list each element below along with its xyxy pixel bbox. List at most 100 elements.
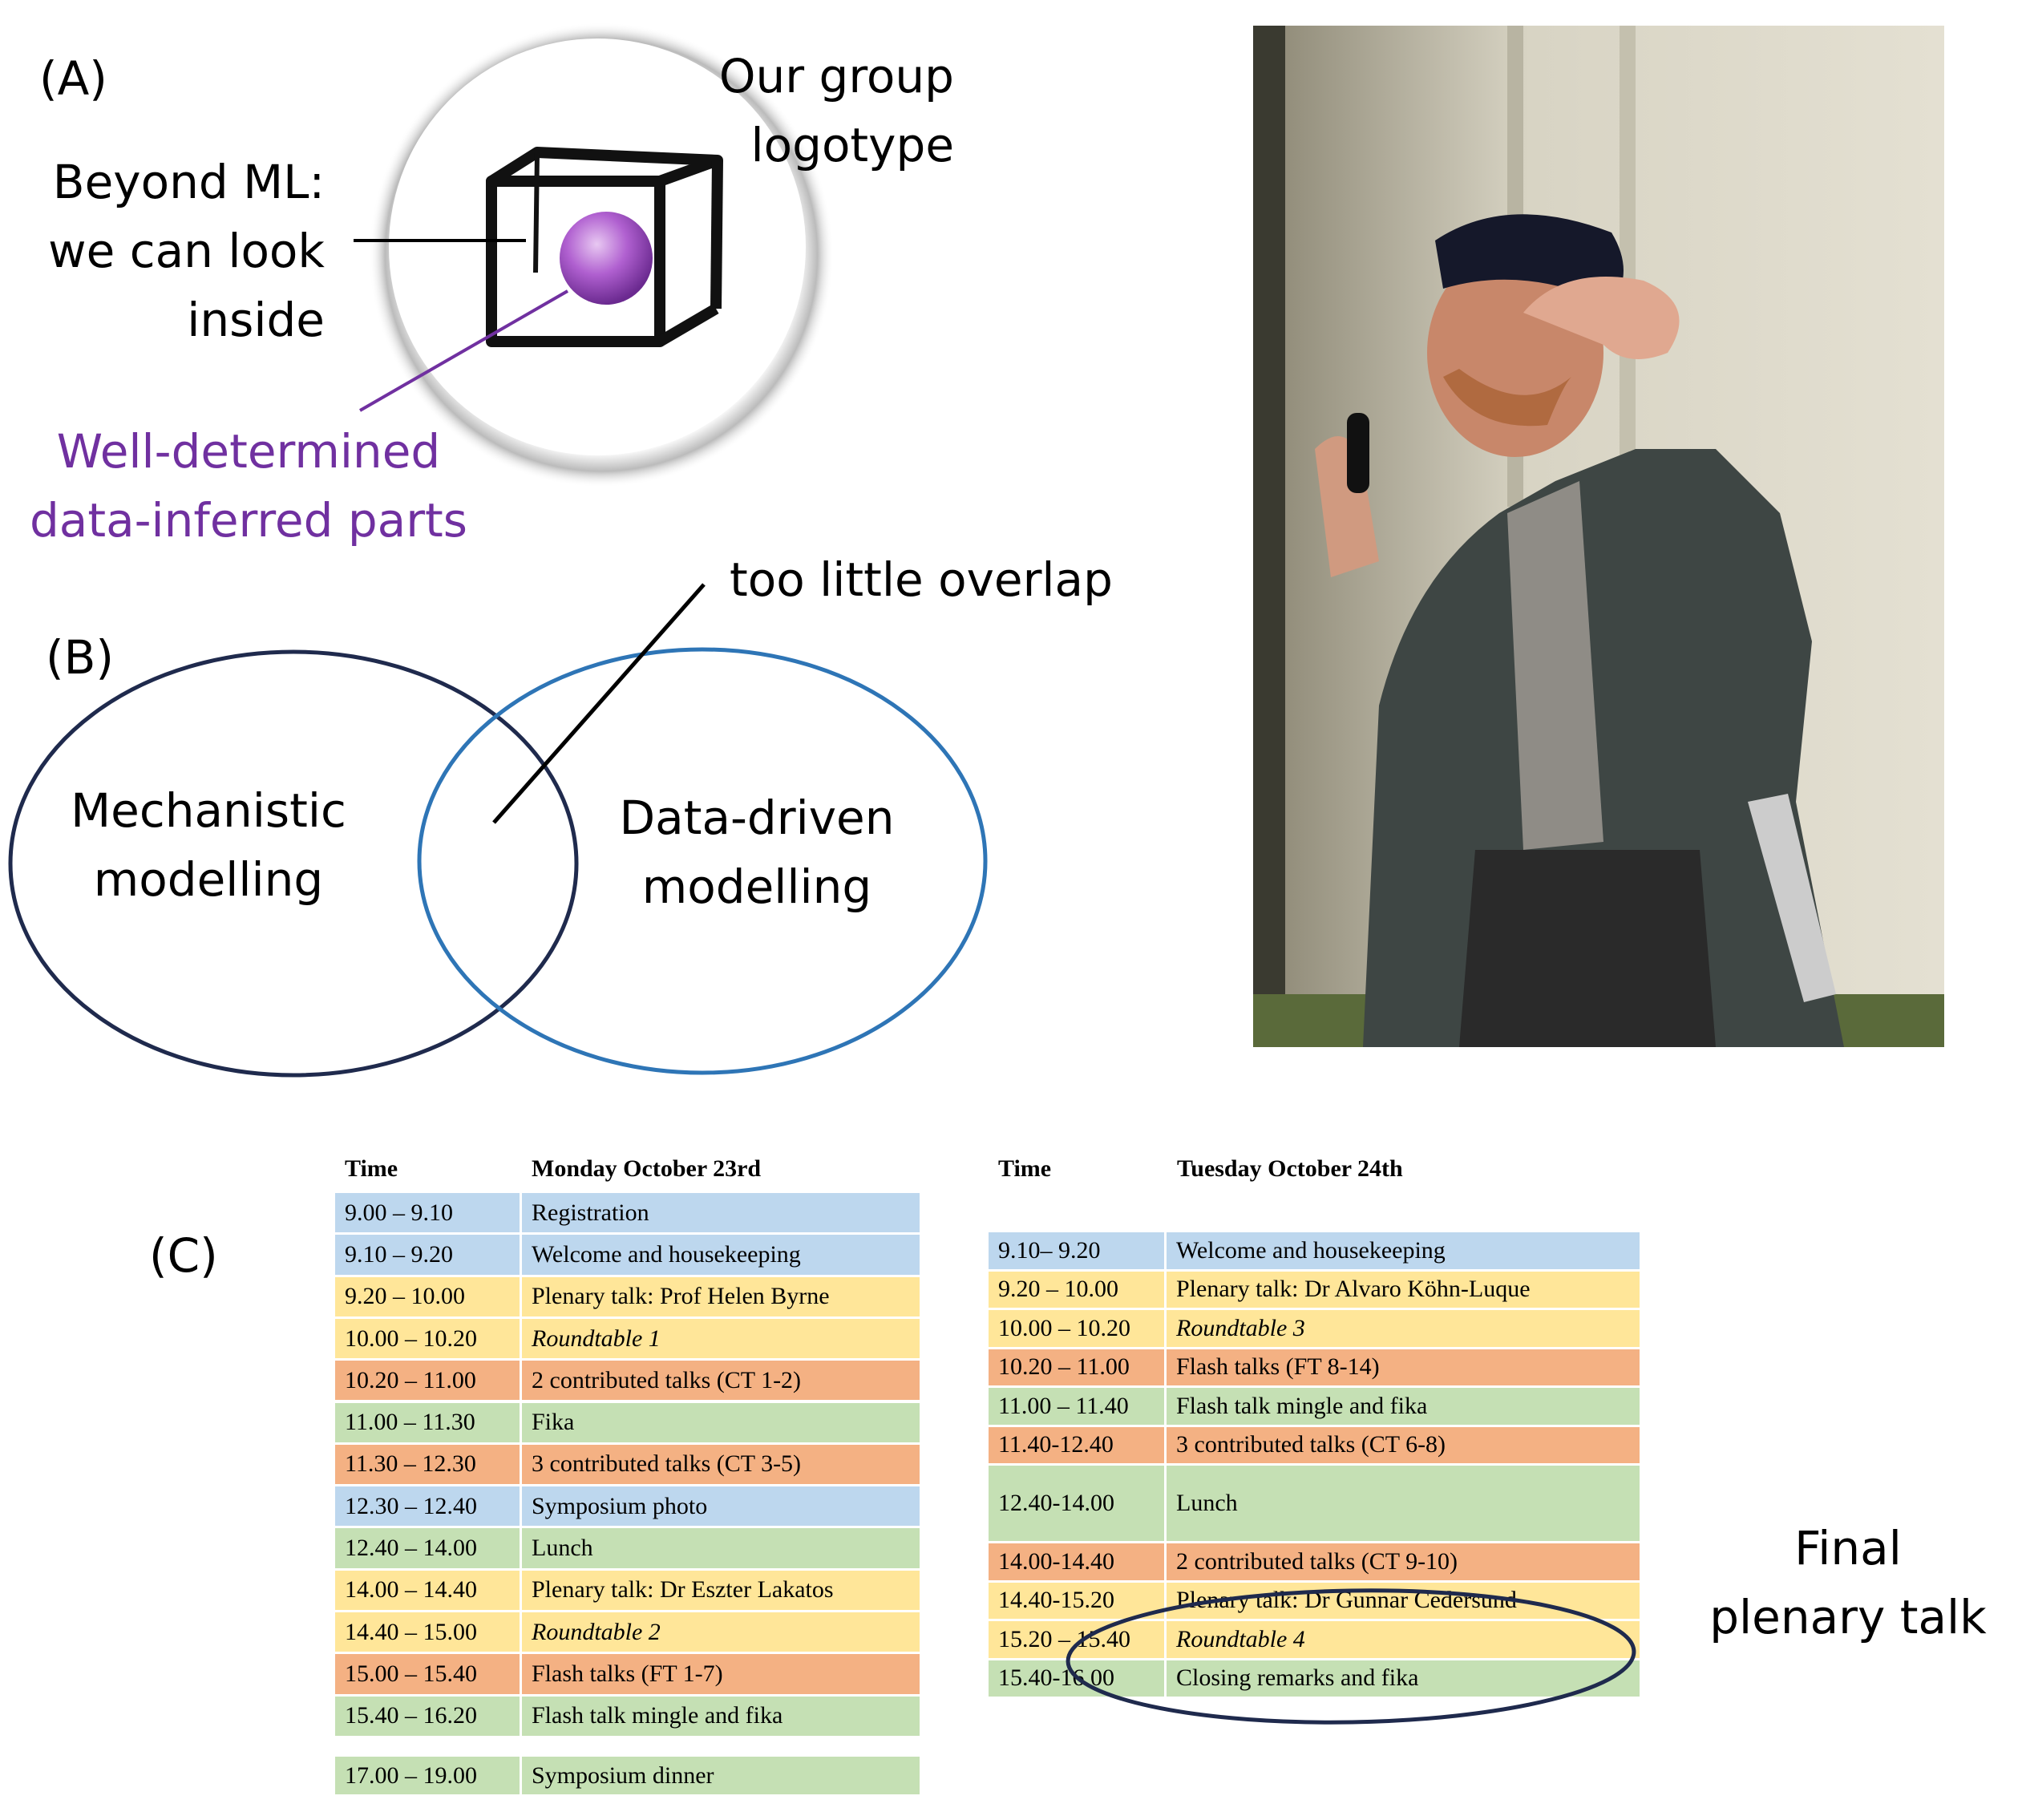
event-cell: Flash talks (FT 8-14): [1167, 1349, 1642, 1388]
beyond-ml-line: Beyond ML:: [52, 155, 325, 209]
event-cell: Roundtable 1: [522, 1318, 922, 1361]
day-header: Tuesday October 24th: [1177, 1155, 1403, 1182]
overlap-note: too little overlap: [730, 552, 1113, 607]
event-cell: Flash talk mingle and fika: [1167, 1388, 1642, 1427]
time-cell: 12.40 – 14.00: [335, 1528, 522, 1571]
time-cell: 15.40 – 16.20: [335, 1696, 522, 1738]
final-note-line: Final: [1794, 1521, 1902, 1575]
panel-b-label: (B): [46, 630, 115, 685]
panel-c-label: (C): [149, 1228, 218, 1283]
event-cell: Registration: [522, 1193, 922, 1236]
event-cell: Plenary talk: Dr Eszter Lakatos: [522, 1570, 922, 1612]
pointer-line-overlap: [492, 583, 706, 824]
time-cell: 15.20 – 15.40: [989, 1621, 1167, 1660]
beyond-ml-line: inside: [187, 293, 325, 347]
time-cell: 9.20 – 10.00: [335, 1276, 522, 1319]
event-cell: Symposium dinner: [522, 1757, 922, 1797]
mechanistic-circle: [8, 649, 579, 1078]
time-cell: 14.00 – 14.40: [335, 1570, 522, 1612]
event-cell: Fika: [522, 1402, 922, 1445]
time-cell: 14.40-15.20: [989, 1582, 1167, 1621]
event-cell: Welcome and housekeeping: [522, 1235, 922, 1277]
event-cell: Roundtable 3: [1167, 1310, 1642, 1349]
time-cell: 10.00 – 10.20: [335, 1318, 522, 1361]
well-determined-line: Well-determined: [56, 424, 441, 479]
speaker-photo: [1253, 26, 1944, 1047]
event-cell: Plenary talk: Dr Alvaro Köhn-Luque: [1167, 1271, 1642, 1310]
data-driven-label: Data-driven modelling: [580, 783, 933, 921]
group-logo: [369, 22, 834, 487]
event-cell: Flash talk mingle and fika: [522, 1696, 922, 1738]
well-determined-note: Well-determined data-inferred parts: [8, 417, 489, 555]
final-plenary-note: Final plenary talk: [1692, 1514, 2004, 1652]
event-cell: 2 contributed talks (CT 9-10): [1167, 1543, 1642, 1583]
logo-caption: Our group logotype: [689, 42, 954, 180]
event-cell: Plenary talk: Prof Helen Byrne: [522, 1276, 922, 1319]
final-note-line: plenary talk: [1709, 1590, 1987, 1644]
time-cell: 11.30 – 12.30: [335, 1444, 522, 1487]
pointer-line-well-determined: [359, 289, 568, 412]
event-cell: 2 contributed talks (CT 1-2): [522, 1361, 922, 1403]
well-determined-line: data-inferred parts: [29, 493, 468, 548]
time-cell: 11.00 – 11.40: [989, 1388, 1167, 1427]
time-cell: 15.00 – 15.40: [335, 1654, 522, 1697]
sphere-icon: [560, 212, 653, 305]
time-header: Time: [345, 1155, 398, 1182]
beyond-ml-line: we can look: [48, 224, 325, 278]
event-cell: 3 contributed talks (CT 6-8): [1167, 1426, 1642, 1466]
day-header: Monday October 23rd: [532, 1155, 762, 1182]
data-driven-circle: [417, 647, 988, 1075]
event-cell: Welcome and housekeeping: [1167, 1232, 1642, 1272]
event-cell: Lunch: [522, 1528, 922, 1571]
mechanistic-line: Mechanistic: [71, 783, 346, 838]
time-cell: 9.10 – 9.20: [335, 1235, 522, 1277]
data-driven-line: Data-driven: [619, 791, 895, 845]
cube-icon: [486, 147, 723, 347]
event-cell: Plenary talk: Dr Gunnar Cedersund: [1167, 1582, 1642, 1621]
time-cell: 14.40 – 15.00: [335, 1612, 522, 1655]
event-cell: Roundtable 4: [1167, 1621, 1642, 1660]
panel-a-label: (A): [39, 51, 107, 106]
beyond-ml-note: Beyond ML: we can look inside: [16, 148, 325, 354]
time-cell: 9.10– 9.20: [989, 1232, 1167, 1272]
mechanistic-label: Mechanistic modelling: [32, 776, 385, 914]
data-driven-line: modelling: [641, 859, 872, 914]
time-cell: 15.40-16.00: [989, 1660, 1167, 1699]
time-header: Time: [998, 1155, 1052, 1182]
mechanistic-line: modelling: [93, 852, 324, 907]
time-cell: 11.00 – 11.30: [335, 1402, 522, 1445]
logo-caption-line: Our group: [718, 49, 954, 103]
time-cell: 17.00 – 19.00: [335, 1757, 522, 1797]
time-cell: 12.30 – 12.40: [335, 1486, 522, 1529]
time-cell: 10.20 – 11.00: [989, 1349, 1167, 1388]
time-cell: 12.40-14.00: [989, 1466, 1167, 1543]
time-cell: 9.00 – 9.10: [335, 1193, 522, 1236]
event-cell: Closing remarks and fika: [1167, 1660, 1642, 1699]
time-cell: 10.20 – 11.00: [335, 1361, 522, 1403]
